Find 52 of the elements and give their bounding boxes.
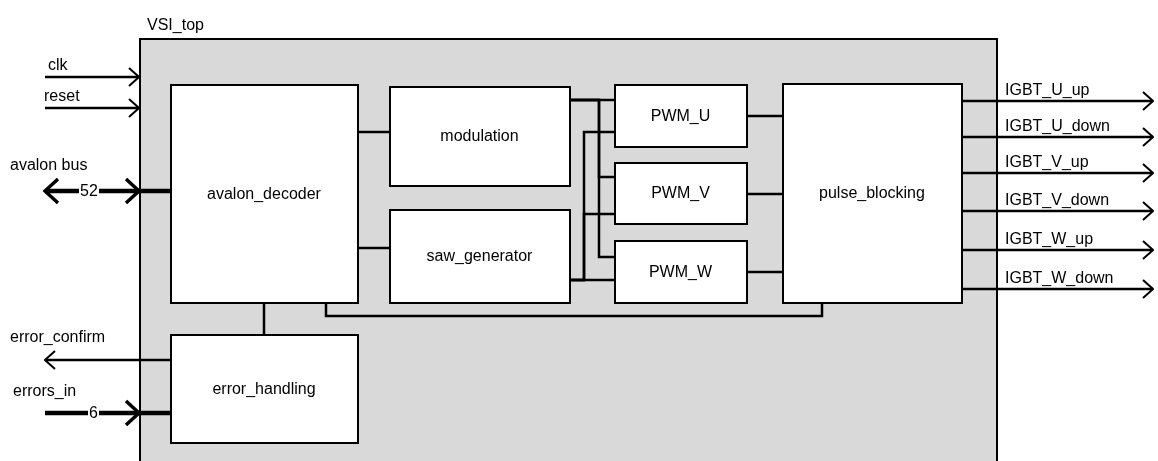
module-name: error_handling	[212, 379, 316, 398]
signal-arrow	[44, 350, 170, 370]
signal-arrow	[963, 240, 1154, 260]
connector-line	[359, 246, 389, 250]
signal-arrow	[43, 177, 141, 205]
bus-width-label: 52	[79, 182, 99, 199]
module-box	[613, 239, 748, 304]
connector-line	[139, 188, 170, 194]
module-box	[781, 82, 963, 304]
connector-line	[262, 304, 266, 334]
signal-arrow	[963, 91, 1154, 111]
signal-label: IGBT_U_up	[1005, 81, 1090, 99]
signal-label: IGBT_W_down	[1005, 269, 1114, 287]
signal-label: IGBT_V_down	[1005, 191, 1110, 209]
connector-line	[139, 410, 170, 416]
signal-arrow	[45, 399, 141, 427]
connector-line	[359, 130, 389, 134]
signal-label: IGBT_W_up	[1005, 230, 1094, 248]
module-name: saw_generator	[426, 247, 533, 265]
signal-label: IGBT_U_down	[1005, 117, 1110, 135]
signal-label: avalon bus	[10, 156, 88, 174]
module-box	[613, 161, 748, 225]
bus-width-label: 6	[88, 404, 99, 421]
signal-arrow	[45, 67, 140, 87]
connector-line	[748, 270, 782, 274]
module-name: pulse_blocking	[819, 184, 925, 202]
module-name: PWM_V	[651, 184, 710, 202]
signal-arrow	[963, 127, 1154, 147]
module-name: PWM_W	[648, 262, 713, 281]
module-box	[388, 85, 571, 187]
module-title: VSI_top	[147, 16, 204, 34]
module-box	[169, 333, 359, 444]
signal-label: IGBT_V_up	[1005, 153, 1089, 171]
module-box	[388, 208, 571, 304]
signal-arrow	[963, 201, 1154, 221]
signal-label: clk	[48, 56, 68, 74]
module-name: avalon_decoder	[207, 184, 321, 203]
module-name: modulation	[440, 127, 519, 145]
connector-line	[748, 192, 782, 196]
signal-arrow	[45, 98, 140, 118]
module-box	[613, 83, 748, 148]
signal-label: reset	[44, 87, 80, 105]
connector-line	[571, 278, 614, 282]
signal-arrow	[963, 279, 1154, 299]
connector-line	[571, 98, 614, 259]
signal-arrow	[963, 163, 1154, 183]
connector-line	[748, 114, 782, 118]
module-box	[169, 83, 359, 304]
module-name: PWM_U	[650, 106, 711, 125]
connector-line	[324, 304, 824, 318]
signal-label: errors_in	[13, 382, 77, 400]
signal-label: error_confirm	[10, 328, 106, 346]
